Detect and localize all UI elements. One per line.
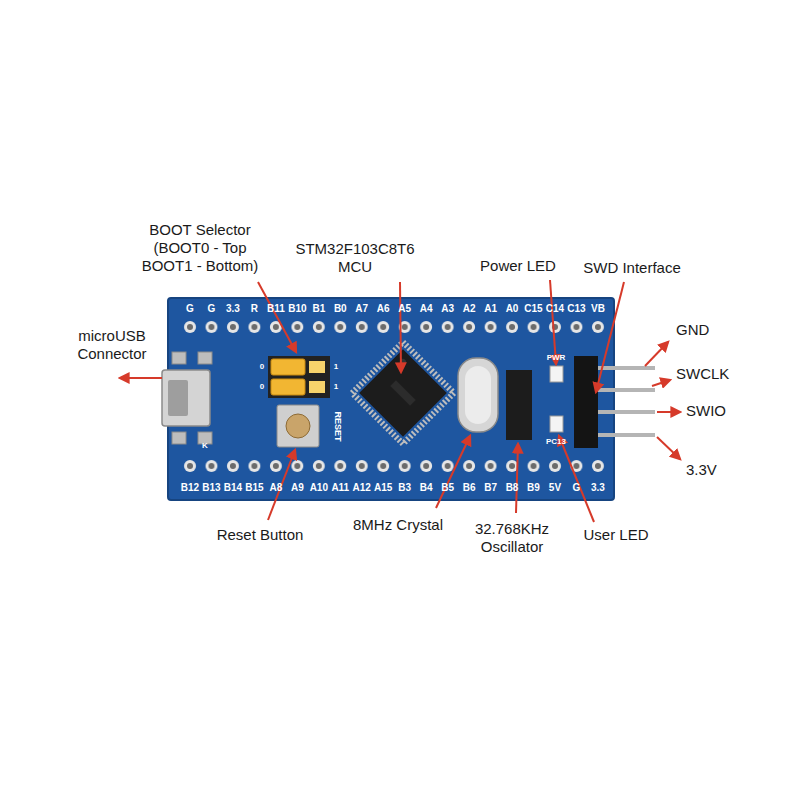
pin-label: A10 [310,483,328,493]
callout-label: STM32F103C8T6 MCU [290,240,420,276]
pin-callout: GND [676,321,709,339]
callout-label: User LED [583,526,648,544]
silkscreen-label: K [202,442,208,450]
pin-label: B11 [267,304,285,314]
callout-label: microUSB Connector [62,327,162,363]
leader-line [645,342,668,366]
silkscreen-label: RESET [332,411,341,441]
jumper-mark: 0 [260,383,264,391]
pin-label: B13 [202,483,220,493]
reset-button [277,405,319,447]
pin-label: B12 [181,483,199,493]
callout-label: SWD Interface [583,259,681,277]
pin-label: G [208,304,216,314]
pin-label: B15 [245,483,263,493]
jumper-mark: 1 [334,383,338,391]
callout-label: Reset Button [217,526,304,544]
pin-callout: SWIO [686,402,726,420]
leader-line [400,282,401,372]
pin-label: A6 [377,304,390,314]
pin-label: A5 [398,304,411,314]
jumper-mark: 1 [334,363,338,371]
pin-label: A11 [331,483,349,493]
pin-label: B1 [312,304,325,314]
power-led [550,366,563,382]
leader-line [258,282,296,352]
jumper-mark: 0 [260,363,264,371]
user-led [550,416,563,432]
silkscreen-label: PC13 [546,438,566,446]
leader-line [120,377,162,379]
pin-label: A1 [484,304,497,314]
microusb-connector [162,352,212,444]
pin-label: B6 [463,483,476,493]
pcb-board [168,298,614,500]
silkscreen-label: PWR [547,354,566,362]
pin-label: C15 [524,304,542,314]
pin-label: A4 [420,304,433,314]
pin-label: G [186,304,194,314]
pin-label: A7 [355,304,368,314]
pin-label: B9 [527,483,540,493]
pin-label: A15 [374,483,392,493]
header-holes-top [179,316,609,338]
leader-line [652,380,670,386]
pin-label: A3 [441,304,454,314]
swd-header [574,356,655,448]
pin-label: A2 [463,304,476,314]
oscillator-32khz [506,370,532,440]
pin-label: B8 [506,483,519,493]
pin-label: B7 [484,483,497,493]
header-holes-bottom [179,455,609,477]
pin-label: B4 [420,483,433,493]
crystal-highlight [465,366,491,424]
pin-label: B5 [441,483,454,493]
pin-label: VB [591,304,605,314]
pin-callout: 3.3V [686,461,717,479]
crystal-8mhz [458,358,498,432]
leader-line [559,436,594,522]
pin-label: B3 [398,483,411,493]
pin-label: 5V [549,483,561,493]
callout-label: BOOT Selector (BOOT0 - Top BOOT1 - Botto… [130,221,270,275]
pin-label: A8 [269,483,282,493]
pin-callout: SWCLK [676,365,729,383]
leader-line [596,282,624,392]
leader-line [516,444,518,513]
pin-label: A9 [291,483,304,493]
pin-label: B10 [288,304,306,314]
pin-label: A0 [506,304,519,314]
callout-label: Power LED [480,257,556,275]
pin-label: 3.3 [226,304,240,314]
pin-label: B14 [224,483,242,493]
pin-label: A12 [353,483,371,493]
pin-label: 3.3 [591,483,605,493]
pin-label: G [573,483,581,493]
pin-label: R [251,304,258,314]
callout-label: 8MHz Crystal [353,516,443,534]
pin-label: B0 [334,304,347,314]
pin-label: C14 [546,304,564,314]
mcu-chip [352,342,454,444]
leader-lines [120,280,680,522]
callout-label: 32.768KHz Oscillator [462,520,562,556]
leader-line [657,411,680,413]
leader-line [550,280,556,364]
leader-line [436,436,470,508]
pin-label: C13 [567,304,585,314]
leader-line [657,437,680,459]
boot-jumpers [268,356,330,398]
